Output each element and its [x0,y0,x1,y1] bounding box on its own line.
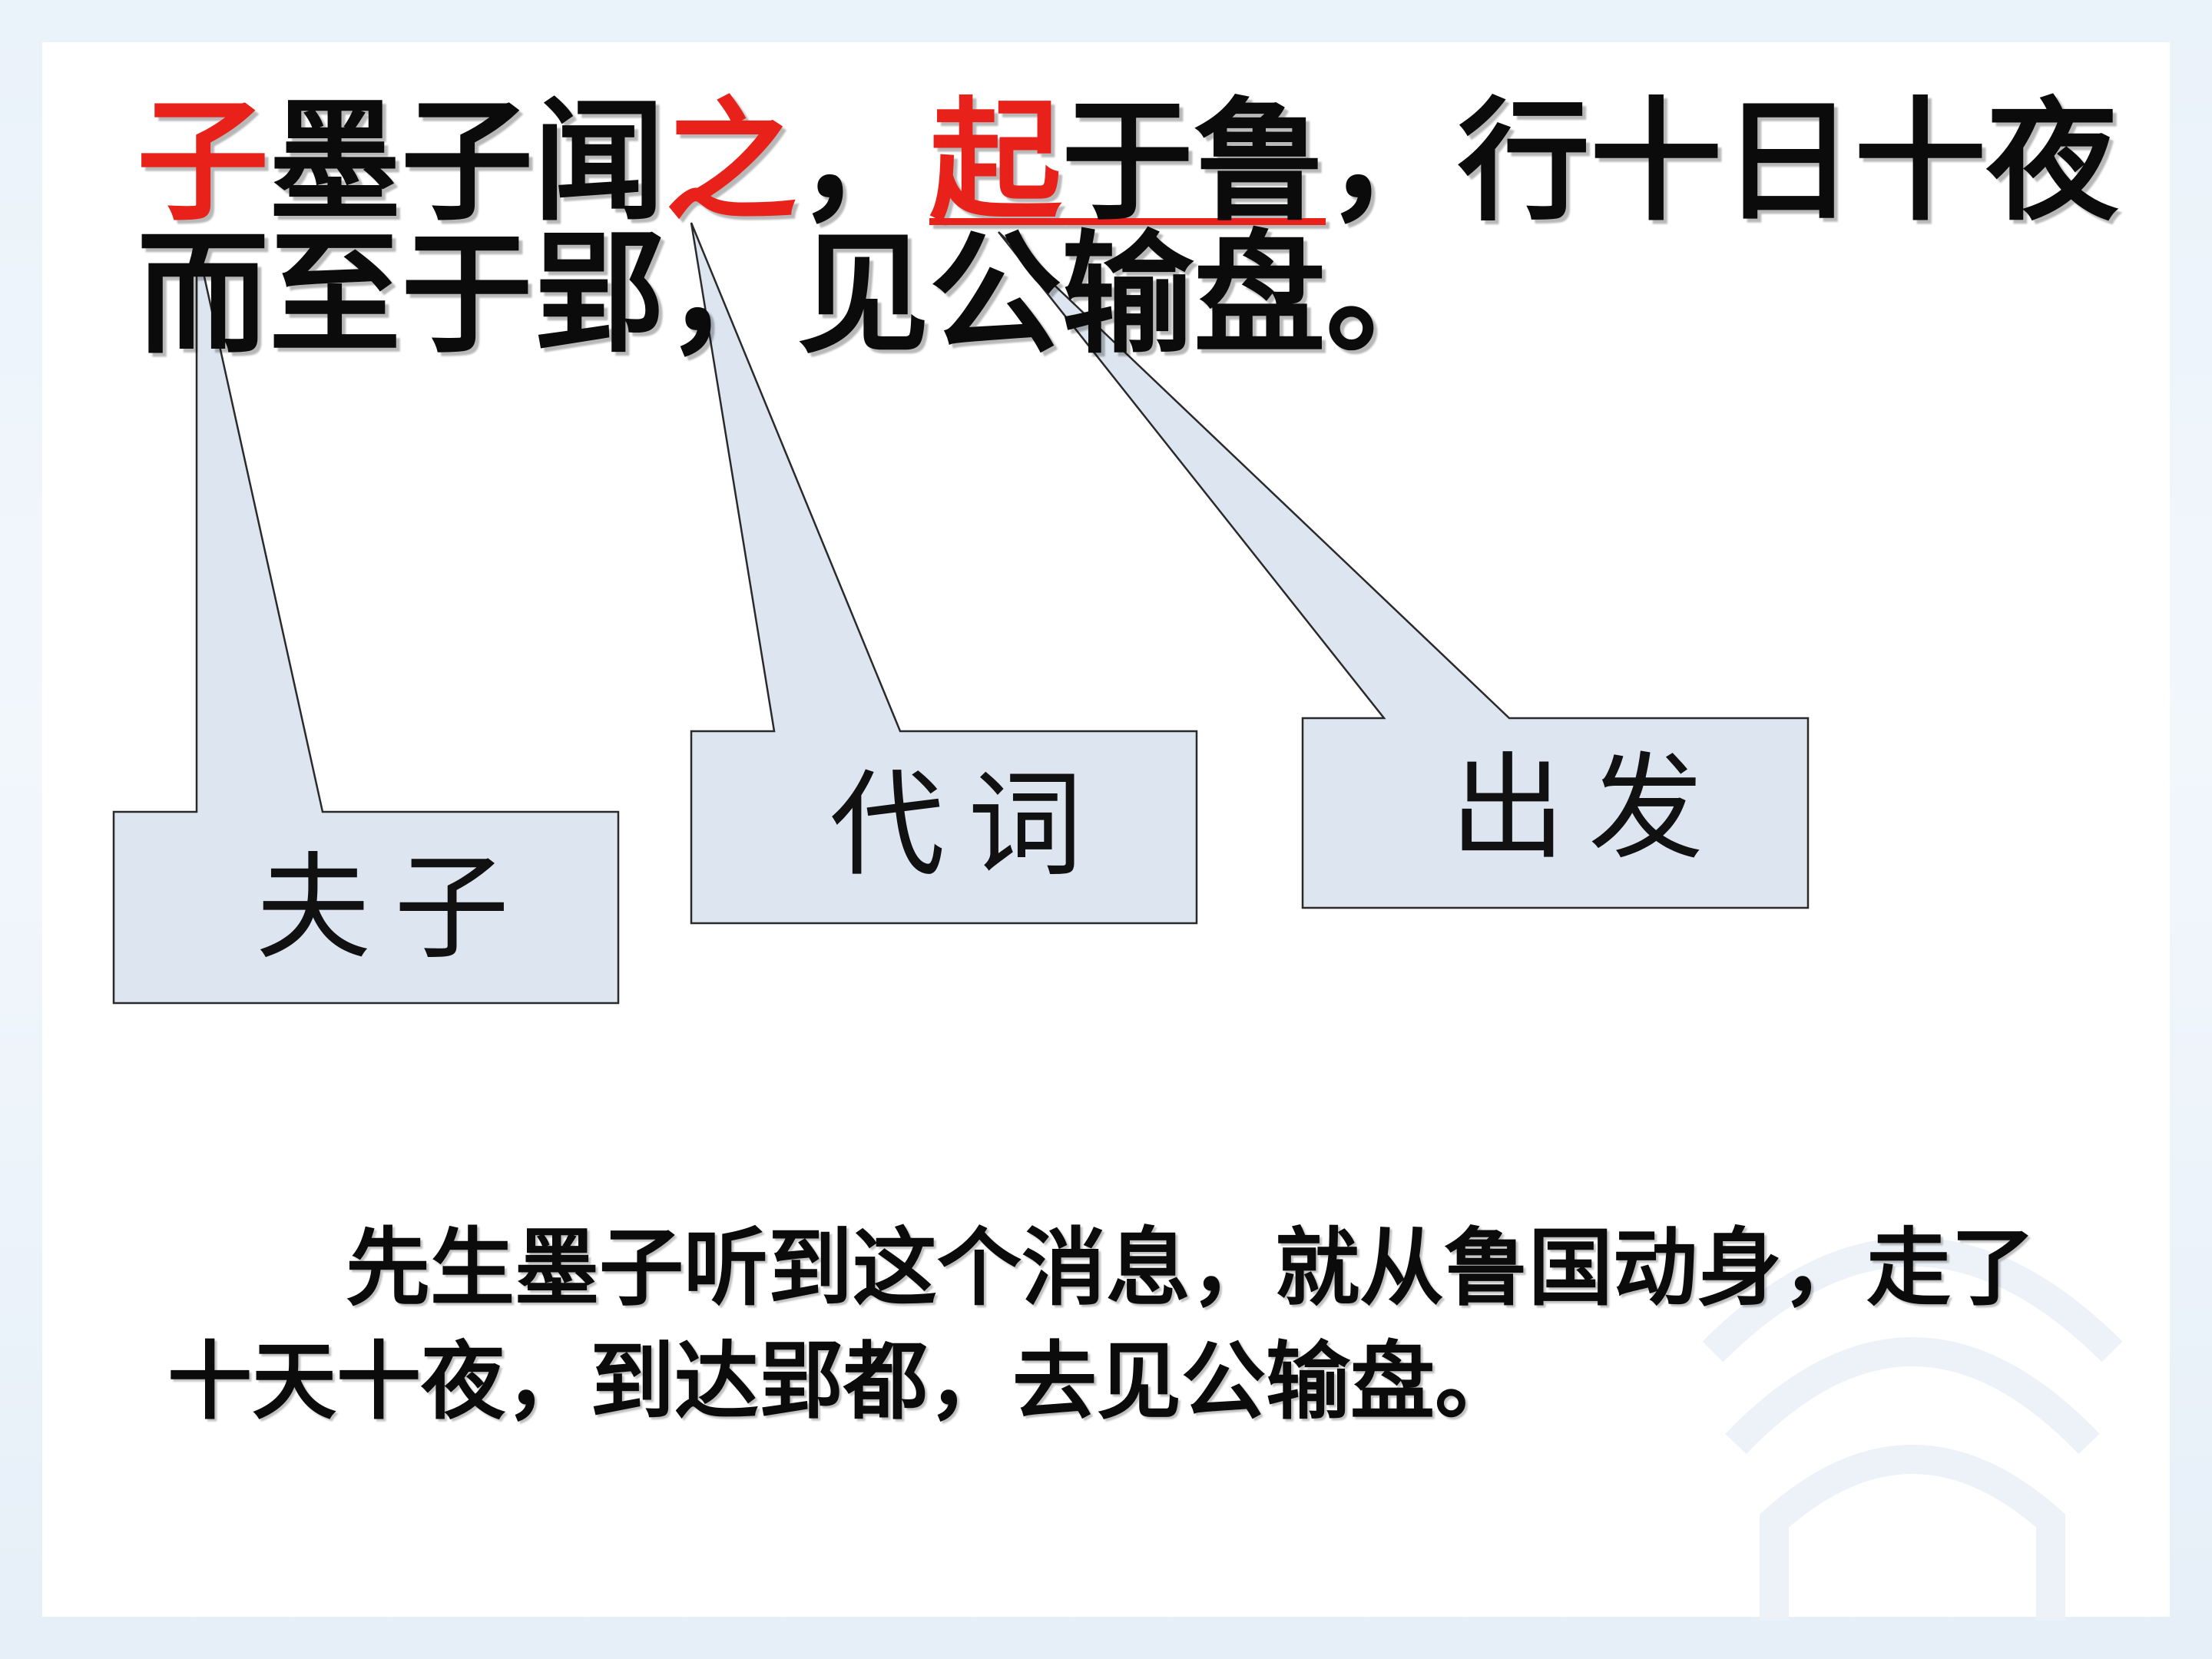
title-text-mozi-wen: 墨子闻 [269,84,665,239]
title-line-2: 而至于郢，见公输盘。 [137,217,1458,372]
callout-fuzi [112,241,620,1005]
callout-label-fuzi: 夫子 [256,842,533,975]
callout-chufa [998,231,1810,909]
underlined-phrase: 起于鲁 [929,84,1326,239]
title-text-rest: ，行十日十夜 [1326,84,2118,239]
translation-line-2: 十天十夜，到达郢都，去见公输盘。 [167,1333,1519,1431]
highlight-zi: 子 [137,84,269,239]
translation-line-1: 先生墨子听到这个消息，就从鲁国动身，走了 [346,1219,2035,1317]
callout-label-chufa: 出发 [1450,742,1727,876]
highlight-qi: 起 [929,84,1061,239]
title-line-1: 子墨子闻之，起于鲁，行十日十夜 [137,96,2118,228]
highlight-zhi: 之 [665,84,797,239]
callout-label-daici: 代词 [830,759,1107,892]
title-comma: ， [797,84,929,239]
title-text-yu-lu: 于鲁 [1061,84,1326,239]
callout-daici [690,222,1198,925]
watermark-logo [1702,1237,2123,1621]
